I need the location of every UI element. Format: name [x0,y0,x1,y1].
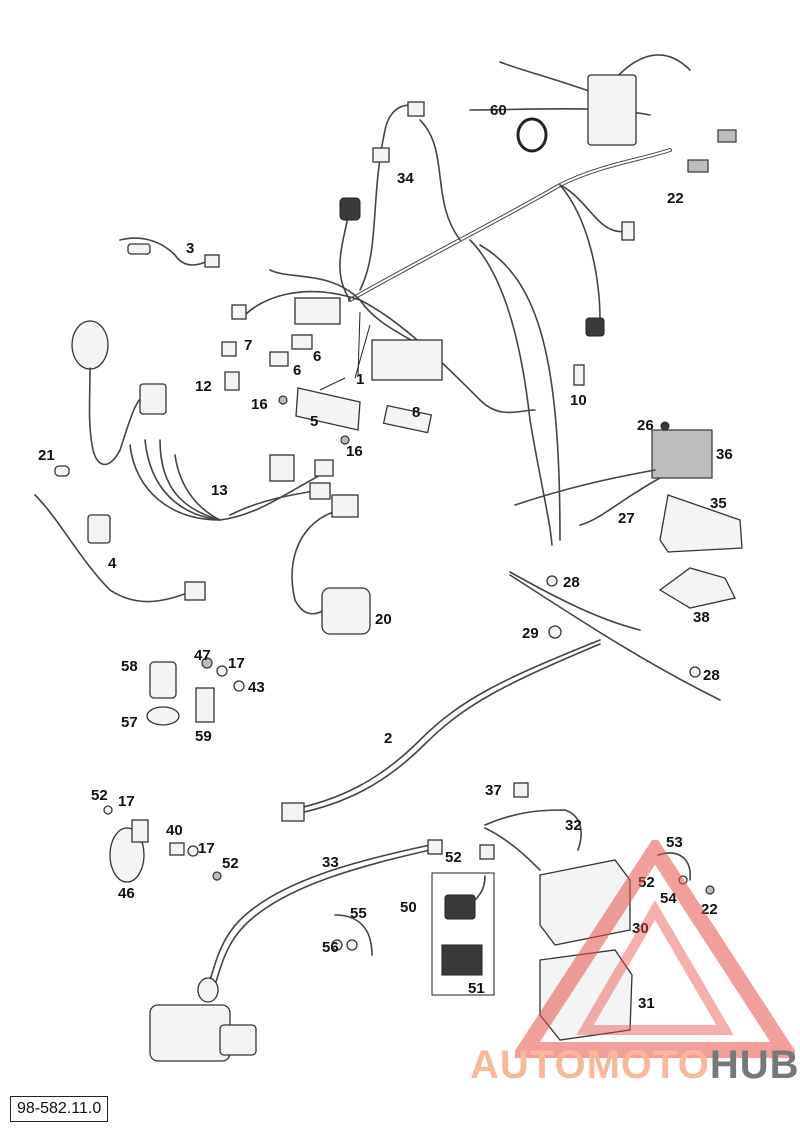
main-wiring-harness [231,54,737,546]
callout-13: 13 [211,482,228,499]
harness-2 [281,571,721,822]
capacitor-58 [146,657,245,726]
callout-38: 38 [693,609,710,626]
callout-32: 32 [565,817,582,834]
reference-code: 98-582.11.0 [10,1096,109,1122]
callout-56: 56 [322,939,339,956]
sub-harness-4 [34,494,206,603]
callout-59: 59 [195,728,212,745]
callout-33: 33 [322,854,339,871]
callout-22a: 22 [667,190,684,207]
callout-5: 5 [310,413,318,430]
small-parts-cluster [221,334,433,445]
callout-4: 4 [108,555,117,572]
callout-6a: 6 [313,348,321,365]
callout-46: 46 [118,885,135,902]
callout-35: 35 [710,495,727,512]
callout-10: 10 [570,392,587,409]
harness-13 [129,439,334,521]
callout-34: 34 [397,170,414,187]
callout-52a: 52 [91,787,108,804]
callout-7: 7 [244,337,252,354]
callout-17c: 17 [198,840,215,857]
bulb-21 [54,465,70,477]
callout-16a: 16 [251,396,268,413]
starter-cable-33 [197,839,443,1003]
watermark-moto: MOTO [586,1043,710,1087]
starter-motor [149,1004,257,1062]
callout-27: 27 [618,510,635,527]
callout-57: 57 [121,714,138,731]
callout-36: 36 [716,446,733,463]
callout-28b: 28 [703,667,720,684]
watermark-hub: HUB [709,1043,800,1087]
callout-52b: 52 [222,855,239,872]
callout-55: 55 [350,905,367,922]
callout-17a: 17 [228,655,245,672]
callout-50: 50 [400,899,417,916]
callout-1: 1 [356,371,364,388]
callout-40: 40 [166,822,183,839]
callout-31: 31 [638,995,655,1012]
battery-30 [539,859,631,946]
callout-8: 8 [412,404,420,421]
battery-box-31 [539,949,633,1041]
callout-60: 60 [490,102,507,119]
bracket-35 [659,494,743,553]
clamp-60 [516,117,548,153]
horn-46 [103,805,222,883]
callout-30: 30 [632,920,649,937]
callout-3: 3 [186,240,194,257]
cable-55 [331,914,373,956]
relay-box [431,872,495,996]
leader-lines [319,311,371,391]
callout-28a: 28 [563,574,580,591]
handlebar-switch-20 [291,494,371,635]
callout-2: 2 [384,730,392,747]
callout-26: 26 [637,417,654,434]
callout-58: 58 [121,658,138,675]
callout-29: 29 [522,625,539,642]
callout-21: 21 [38,447,55,464]
callout-43: 43 [248,679,265,696]
callout-52c: 52 [445,849,462,866]
watermark-auto: AUTO [470,1043,587,1087]
cover-38 [658,567,736,609]
callout-6b: 6 [293,362,301,379]
regulator-36 [514,421,713,526]
callout-47: 47 [194,647,211,664]
watermark-text: AUTOMOTOHUB [470,1040,800,1090]
callout-51: 51 [468,980,485,997]
callout-20: 20 [375,611,392,628]
sensor-cable-3 [119,237,220,268]
ignition-lock [71,320,167,466]
callout-52d: 52 [638,874,655,891]
callout-16b: 16 [346,443,363,460]
callout-22b: 22 [701,901,718,918]
callout-53: 53 [666,834,683,851]
callout-37: 37 [485,782,502,799]
callout-17b: 17 [118,793,135,810]
cable-53 [657,852,715,895]
callout-54: 54 [660,890,677,907]
callout-12: 12 [195,378,212,395]
